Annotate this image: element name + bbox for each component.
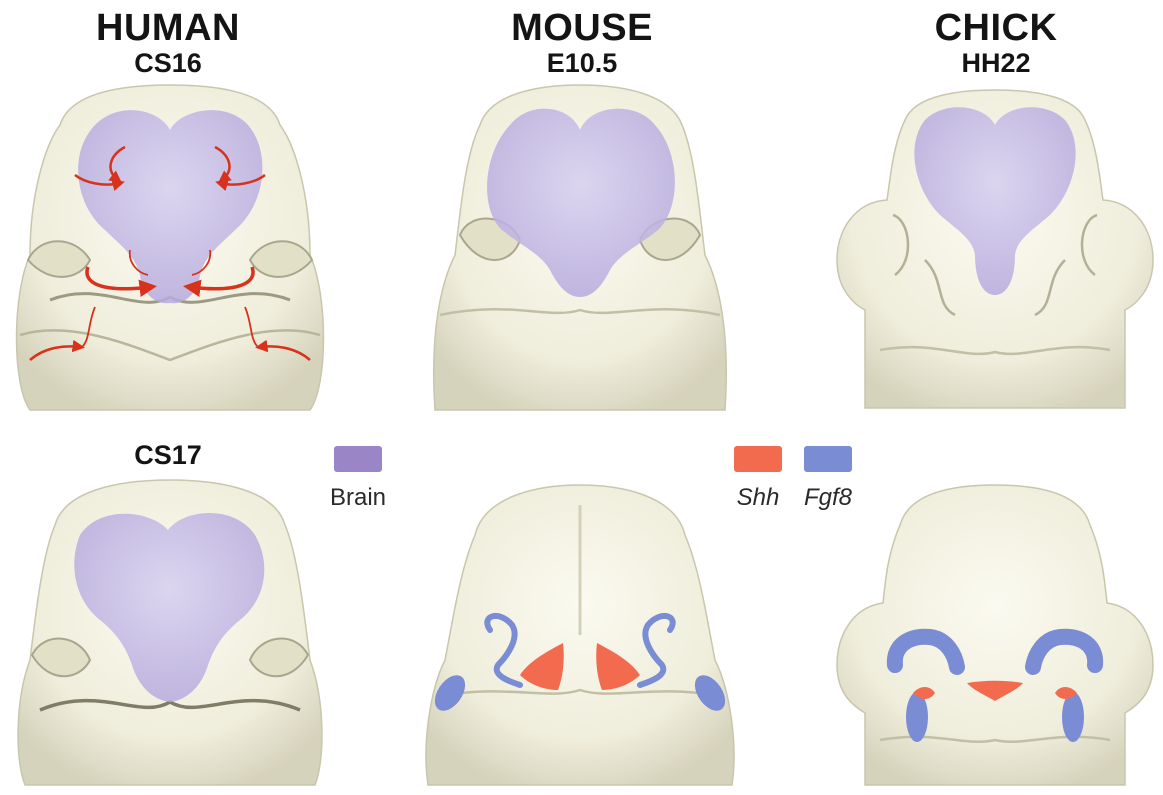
fgf8-domain — [906, 692, 928, 742]
legend-brain: Brain — [318, 446, 398, 512]
legend-swatch-fgf8 — [804, 446, 852, 472]
stage-label-cs17: CS17 — [98, 440, 238, 471]
legend-swatch-brain — [334, 446, 382, 472]
legend-label-brain: Brain — [318, 484, 398, 512]
species-label: MOUSE — [432, 8, 732, 48]
species-label: HUMAN — [18, 8, 318, 48]
species-label: CHICK — [846, 8, 1146, 48]
header-human: HUMAN CS16 — [18, 8, 318, 78]
embryo-chick-hh22 — [835, 90, 1155, 408]
fgf8-domain — [1062, 692, 1084, 742]
stage-label: E10.5 — [432, 48, 732, 78]
embryo-human-cs17 — [10, 480, 330, 785]
stage-label: HH22 — [846, 48, 1146, 78]
embryo-mouse-gene-expression — [420, 485, 740, 785]
embryo-mouse-e10-5 — [420, 85, 740, 410]
legend-swatch-shh — [734, 446, 782, 472]
header-mouse: MOUSE E10.5 — [432, 8, 732, 78]
embryo-human-cs16 — [10, 85, 330, 410]
embryo-chick-gene-expression — [835, 485, 1155, 785]
header-chick: CHICK HH22 — [846, 8, 1146, 78]
stage-label: CS16 — [18, 48, 318, 78]
